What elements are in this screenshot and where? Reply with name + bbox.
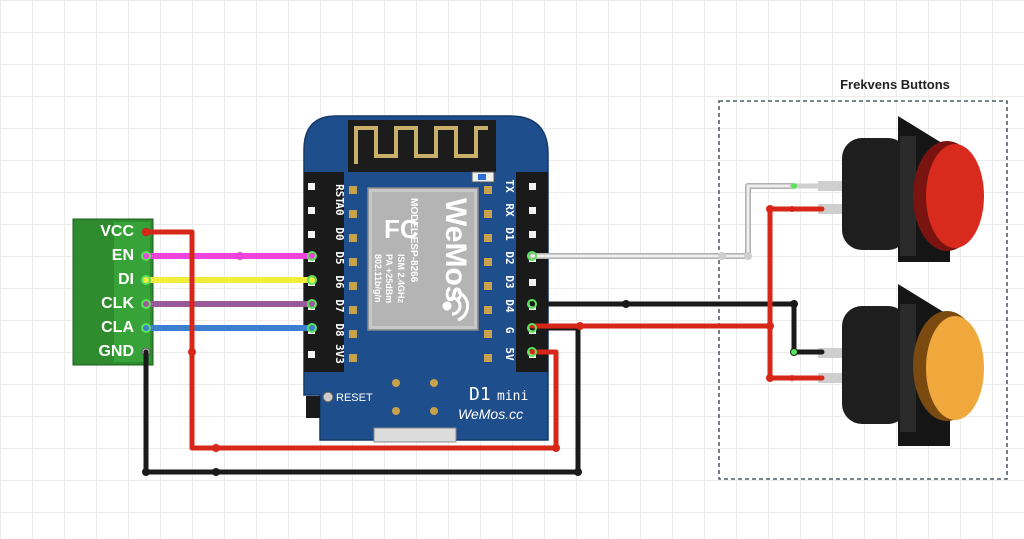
board-name-suffix: mini	[497, 389, 528, 404]
pin-rst: RST	[333, 184, 346, 204]
pin-rx: RX	[503, 203, 516, 217]
pin-label-cla: CLA	[101, 319, 134, 336]
pin-d6: D6	[333, 275, 346, 289]
module-spec-wifi: 802.11b/g/n	[373, 254, 383, 303]
pin-g: G	[503, 327, 516, 334]
wemos-d1-mini-board: FC WeMos MODEL ESP-8266 ISM 2.4GHz PA +2…	[303, 115, 549, 443]
orange-button-icon	[818, 284, 984, 446]
pin-label-en: EN	[112, 247, 134, 264]
wire-vcc-5v	[143, 229, 559, 451]
pin-5v: 5V	[503, 347, 516, 361]
buttons-group-frame	[718, 100, 1008, 480]
pin-3v3: 3V3	[333, 344, 346, 364]
connector-pin-labels: VCC EN DI CLK CLA GND	[98, 223, 134, 360]
module-spec-ism: ISM 2.4GHz	[396, 254, 406, 304]
pin-a0: A0	[333, 202, 346, 215]
module-spec-pa: PA +25dBm	[384, 254, 394, 303]
buttons-group-title: Frekvens Buttons	[840, 77, 950, 92]
fcc-mark: FC	[384, 214, 419, 244]
board-name: D1	[469, 384, 491, 405]
pin-label-vcc: VCC	[100, 223, 134, 240]
wire-junctions	[142, 205, 798, 476]
pin-d4: D4	[503, 299, 516, 313]
wire-d2-button	[529, 183, 795, 259]
board-brand: WeMos.cc	[458, 406, 523, 422]
wires	[143, 183, 825, 475]
pin-d5: D5	[333, 251, 346, 264]
pin-d0: D0	[333, 227, 346, 240]
wire-d4-button	[529, 301, 825, 355]
reset-label: RESET	[336, 392, 373, 404]
pin-d7: D7	[333, 299, 346, 312]
pin-d8: D8	[333, 323, 346, 336]
pin-tx: TX	[503, 179, 516, 193]
pin-d2: D2	[503, 251, 516, 264]
module-model: MODEL ESP-8266	[408, 198, 419, 283]
module-logo: WeMos	[439, 198, 472, 302]
pin-label-clk: CLK	[101, 295, 134, 312]
wifi-icon	[442, 290, 470, 322]
led-matrix-connector: VCC EN DI CLK CLA GND	[72, 218, 154, 366]
pin-label-di: DI	[118, 271, 134, 288]
pin-d3: D3	[503, 275, 516, 288]
pin-label-gnd: GND	[98, 343, 134, 360]
red-button-icon	[818, 116, 984, 262]
pin-d1: D1	[503, 227, 516, 241]
